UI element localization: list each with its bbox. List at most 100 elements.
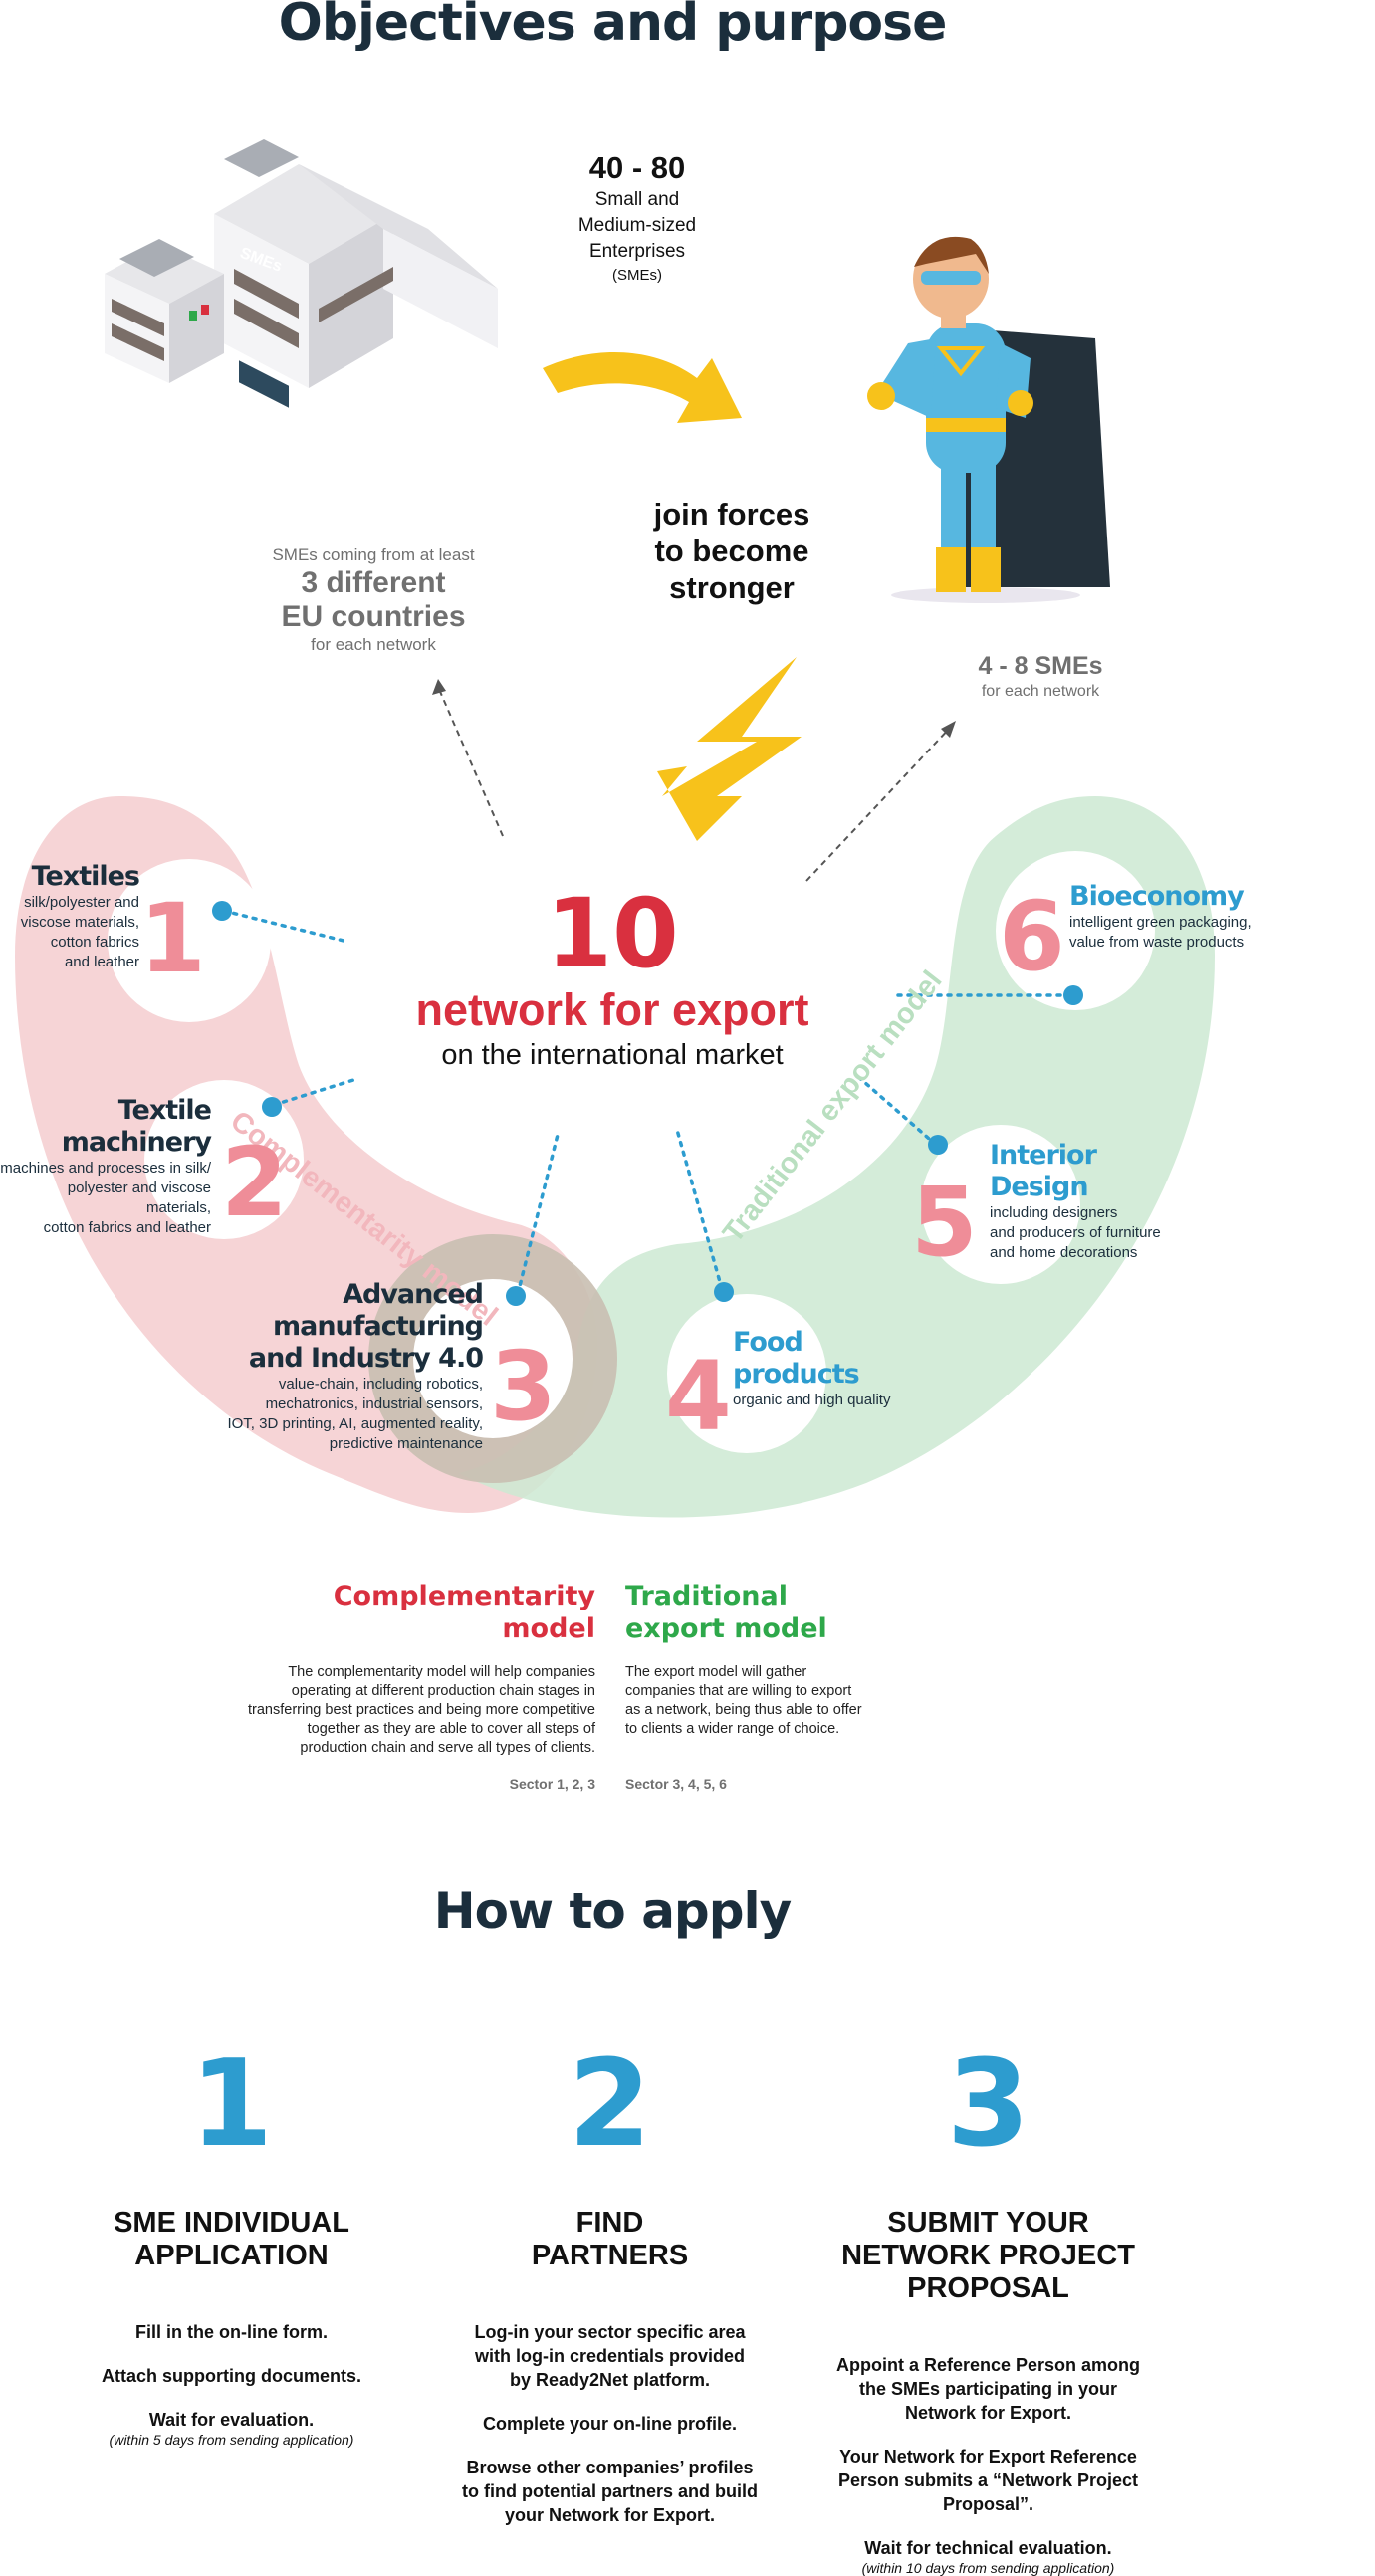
step-3-text-2b: Person submits a “Network Project [837,2470,1139,2490]
sector-4-title-2: products [733,1359,860,1390]
sector-1-desc-2: viscose materials, [20,914,139,931]
step-2-text-1c: by Ready2Net platform. [509,2370,711,2390]
traditional-sectors: Sector 3, 4, 5, 6 [625,1776,727,1792]
step-3-text-2c: Proposal”. [942,2494,1034,2514]
sector-6-number: 6 [999,881,1065,992]
complementarity-desc-3: transferring best practices and being mo… [248,1702,595,1718]
step-2-head-2: PARTNERS [531,2240,689,2271]
sme-buildings-icon [105,139,498,408]
sector-3-title-3: and Industry 4.0 [248,1343,484,1374]
step-3-head-3: PROPOSAL [907,2272,1069,2304]
step-3-number: 3 [946,2036,1031,2174]
complementarity-desc-1: The complementarity model will help comp… [288,1664,595,1680]
sector-6-desc-2: value from waste products [1069,934,1245,951]
step-1-head-2: APPLICATION [134,2240,329,2271]
sme-line1: Small and [594,189,680,210]
sector-1-desc-3: cotton fabrics [50,934,139,951]
sector-6-title: Bioeconomy [1069,881,1245,912]
sector-5-title-1: Interior [990,1140,1097,1171]
step-2-text-2: Complete your on-line profile. [482,2414,737,2434]
center-subtitle: on the international market [441,1039,784,1071]
sector-2-title-2: machinery [61,1127,212,1158]
apply-title: How to apply [433,1882,793,1940]
sector-2-title-1: Textile [117,1095,212,1126]
complementarity-title-1: Complementarity [333,1581,595,1611]
sector-circle-2 [144,1080,304,1239]
traditional-desc-3: as a network, being thus able to offer [625,1702,862,1718]
sector-2-desc-2: polyester and viscose materials, [67,1180,211,1216]
complementarity-sectors: Sector 1, 2, 3 [509,1776,595,1792]
complementarity-desc-4: together as they are able to cover all s… [307,1721,595,1737]
center-title: network for export [415,984,809,1035]
sector-2-desc-3: cotton fabrics and leather [43,1219,211,1236]
step-1-head-1: SME INDIVIDUAL [114,2207,349,2239]
step-3-note: (within 10 days from sending application… [861,2560,1115,2576]
sector-5-number: 5 [911,1167,978,1278]
step-2-head-1: FIND [575,2207,644,2239]
complementarity-desc-5: production chain and serve all types of … [300,1740,595,1756]
sector-3-desc-2: mechatronics, industrial sensors, [265,1395,483,1412]
sector-5-desc-2: and producers of furniture [990,1224,1161,1241]
sector-circle-5 [921,1125,1080,1284]
page-title: Objectives and purpose [278,0,948,53]
traditional-title-1: Traditional [625,1581,788,1611]
sme-line2: Medium-sized [577,215,697,236]
sme-line3: Enterprises [588,241,686,262]
step-2-text-3b: to find potential partners and build [462,2481,758,2501]
step-2-text-1a: Log-in your sector specific area [474,2322,746,2342]
join-line1: join forces [653,497,810,532]
complementarity-desc-2: operating at different production chain … [291,1683,595,1699]
sector-circle-4 [667,1294,826,1453]
sector-circle-1 [108,859,271,1022]
sector-circle-6 [996,851,1155,1010]
join-line3: stronger [669,570,795,605]
sector-2-desc-1: machines and processes in silk/ [0,1160,211,1177]
countries-main1: 3 different [301,566,446,599]
sector-circle-3 [413,1279,573,1438]
sector-1-desc-1: silk/polyester and [24,894,139,911]
step-1-note: (within 5 days from sending application) [109,2432,354,2448]
step-3-text-1b: the SMEs participating in your [858,2379,1118,2399]
traditional-desc-1: The export model will gather [625,1664,807,1680]
step-3-head-1: SUBMIT YOUR [887,2207,1089,2239]
traditional-desc-4: to clients a wider range of choice. [625,1721,840,1737]
step-3-text-3: Wait for technical evaluation. [864,2538,1112,2558]
join-line2: to become [654,534,809,568]
countries-post: for each network [311,635,436,654]
step-3-text-1c: Network for Export. [904,2403,1072,2423]
sector-1-desc-4: and leather [64,954,139,970]
sector-3-desc-3: IOT, 3D printing, AI, augmented reality, [227,1415,483,1432]
per-network-main: 4 - 8 SMEs [978,652,1103,680]
complementarity-title-2: model [502,1613,595,1644]
sector-6-desc-1: intelligent green packaging, [1069,914,1252,931]
sector-4-desc-1: organic and high quality [733,1392,891,1408]
sector-1-title: Textiles [31,861,140,892]
sector-3-desc-1: value-chain, including robotics, [278,1376,483,1393]
superhero-icon [867,236,1110,603]
per-network-post: for each network [981,683,1100,700]
sme-abbr: (SMEs) [612,267,662,284]
countries-main2: EU countries [281,600,466,633]
step-2-text-3a: Browse other companies’ profiles [466,2458,754,2477]
infographic-art: SMEs [15,139,1215,1518]
traditional-desc-2: companies that are willing to export [625,1683,852,1699]
sector-3-number: 3 [490,1331,557,1442]
step-3-head-2: NETWORK PROJECT [841,2240,1135,2271]
step-3-text-2a: Your Network for Export Reference [839,2447,1137,2467]
sector-4-title-1: Food [733,1327,803,1358]
step-3-text-1a: Appoint a Reference Person among [835,2355,1141,2375]
step-1-text-1: Fill in the on-line form. [135,2322,328,2342]
step-2-text-1b: with log-in credentials provided [474,2346,746,2366]
step-2-number: 2 [568,2036,652,2174]
sector-5-title-2: Design [990,1172,1089,1202]
center-number: 10 [546,878,679,989]
step-2-text-3c: your Network for Export. [504,2505,716,2525]
step-1-text-3: Wait for evaluation. [148,2410,315,2430]
step-1-number: 1 [189,2036,274,2174]
sector-3-title-2: manufacturing [272,1311,484,1342]
traditional-title-2: export model [625,1613,827,1644]
sector-4-number: 4 [665,1341,732,1452]
step-1-text-2: Attach supporting documents. [102,2366,361,2386]
sector-2-number: 2 [221,1127,288,1238]
sector-5-desc-1: including designers [990,1204,1118,1221]
